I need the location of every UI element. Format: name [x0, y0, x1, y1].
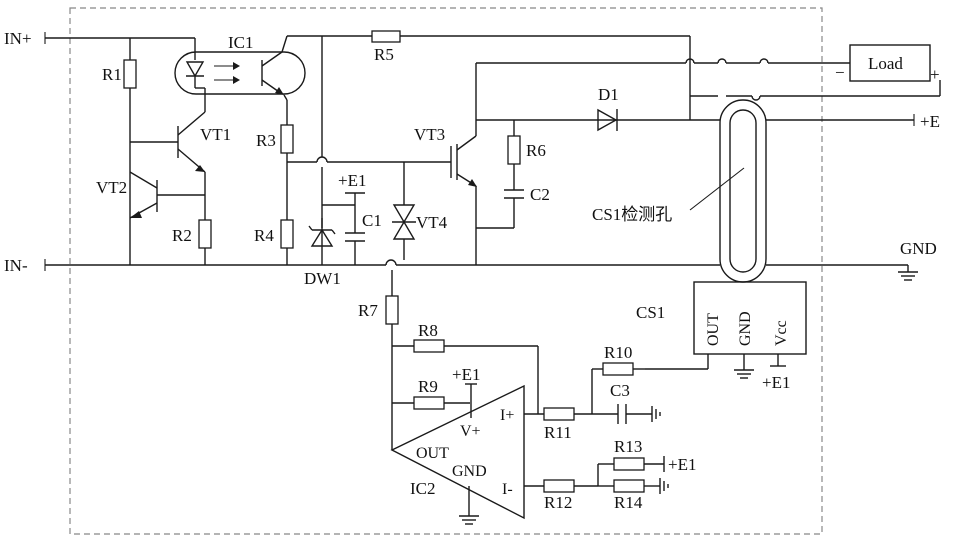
e1-r13-label: +E1 [668, 455, 696, 474]
amp-iplus-label: I+ [500, 407, 514, 424]
opamp-ic2 [392, 386, 524, 518]
load-box: Load − + [835, 45, 940, 84]
d1-label: D1 [598, 85, 619, 104]
r14-label: R14 [614, 493, 643, 512]
amp-vplus-label: V+ [460, 423, 481, 440]
resistor-r8 [414, 340, 444, 352]
dw1-label: DW1 [304, 269, 341, 288]
r7-label: R7 [358, 301, 378, 320]
r5-label: R5 [374, 45, 394, 64]
in-plus-label: IN+ [4, 29, 32, 48]
r1-label: R1 [102, 65, 122, 84]
ic2-label: IC2 [410, 479, 436, 498]
resistor-r3 [281, 125, 293, 153]
in-minus-label: IN- [4, 256, 28, 275]
c3-label: C3 [610, 381, 630, 400]
r6-label: R6 [526, 141, 546, 160]
amp-gnd-label: GND [452, 463, 487, 480]
resistor-r11 [544, 408, 574, 420]
vt4-label: VT4 [416, 213, 448, 232]
r13-label: R13 [614, 437, 642, 456]
ic1-label: IC1 [228, 33, 254, 52]
resistor-r9 [414, 397, 444, 409]
r3-label: R3 [256, 131, 276, 150]
resistor-r12 [544, 480, 574, 492]
power-path: D1 +E GND [205, 36, 940, 280]
vt2-label: VT2 [96, 178, 127, 197]
load-minus-label: − [835, 63, 845, 82]
vt3-label: VT3 [414, 125, 445, 144]
e1-amp-label: +E1 [452, 365, 480, 384]
e1-cs1-label: +E1 [762, 373, 790, 392]
resistor-r14 [614, 480, 644, 492]
load-label: Load [868, 54, 903, 73]
cs1-gnd-label: GND [737, 311, 754, 346]
gnd-label: GND [900, 239, 937, 258]
resistor-r4 [281, 220, 293, 248]
transistor-vt2 [130, 172, 205, 218]
r11-label: R11 [544, 423, 572, 442]
load-plus-label: + [930, 65, 940, 84]
plus-e-label: +E [920, 112, 940, 131]
resistor-r13 [614, 458, 644, 470]
amp-out-label: OUT [416, 445, 449, 462]
mosfet-vt3 [451, 120, 477, 265]
r12-label: R12 [544, 493, 572, 512]
input-section: IN+ IN- R1 VT1 VT2 [4, 29, 231, 275]
r10-label: R10 [604, 343, 632, 362]
cs1-vcc-label: Vcc [773, 320, 790, 346]
vt1-label: VT1 [200, 125, 231, 144]
cs1-hole-label: CS1检测孔 [592, 205, 672, 224]
gate-drive-section: R3 R4 DW1 +E1 C1 [254, 36, 720, 288]
amp-iminus-label: I- [502, 481, 513, 498]
resistor-r6 [508, 136, 520, 164]
r2-label: R2 [172, 226, 192, 245]
resistor-r5 [372, 31, 400, 42]
resistor-r2 [199, 220, 211, 248]
r4-label: R4 [254, 226, 274, 245]
transistor-vt1 [130, 88, 205, 220]
cs1-out-label: OUT [705, 313, 722, 346]
cs1-label: CS1 [636, 303, 665, 322]
resistor-r10 [603, 363, 633, 375]
r8-label: R8 [418, 321, 438, 340]
current-sensor-cs1: OUT GND Vcc [645, 100, 806, 378]
c2-label: C2 [530, 185, 550, 204]
e1-top-label: +E1 [338, 171, 366, 190]
c1-label: C1 [362, 211, 382, 230]
resistor-r7 [386, 296, 398, 324]
r9-label: R9 [418, 377, 438, 396]
tvs-vt4 [392, 162, 416, 260]
resistor-r1 [124, 60, 136, 88]
